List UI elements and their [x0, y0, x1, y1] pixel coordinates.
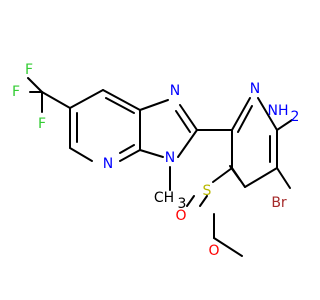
fluorine-bottom-label: F	[38, 116, 46, 132]
bond-nim-c2-double	[175, 110, 191, 133]
bond-c5-c4a-double	[105, 97, 135, 114]
bromine-label: Br	[271, 195, 287, 211]
methyl-main: CH	[154, 190, 174, 206]
oxygen-bottom-label: O	[208, 243, 219, 259]
amine-subscript: 2	[291, 109, 300, 125]
fluorine-left-label: F	[12, 84, 20, 100]
fluorine-top-label: F	[25, 62, 33, 78]
bond-npyr-c6h	[69, 147, 93, 162]
imidazole-nitrogen-top-label: N	[170, 83, 180, 99]
bond-cf3-ring	[41, 91, 71, 109]
bond-c7a-npyr	[119, 149, 141, 162]
atom-labels: F F F N N N CH 3 N NH 2 Br S O O	[12, 62, 299, 259]
bonds	[27, 77, 293, 257]
methyl-subscript: 3	[178, 196, 187, 212]
sulfur-label: S	[203, 183, 212, 199]
bond-nme-c7a	[139, 149, 164, 158]
bond-c7a-npyr-double	[119, 144, 135, 154]
bond-s-o-left-double	[199, 195, 208, 207]
bond-c-br	[276, 167, 291, 189]
pyridine-nitrogen-label: N	[250, 81, 260, 97]
bond-c4a-nim	[139, 99, 169, 111]
bond-s-o-left	[186, 195, 195, 207]
bond-ethyl	[213, 237, 243, 257]
molecule-structure: F F F N N N CH 3 N NH 2 Br S O O	[12, 62, 299, 259]
amine-label: NH	[268, 103, 289, 119]
pyridine-nitrogen-fused-label: N	[103, 156, 113, 172]
bond-cbr-ch	[244, 167, 278, 188]
imidazole-nitrogen-methyl-label: N	[165, 150, 175, 166]
bond-c-s	[212, 167, 233, 183]
bond-c-nh2	[276, 119, 293, 131]
bond-c2-nme	[177, 129, 198, 158]
bond-c6-c5	[69, 89, 104, 109]
bond-cpy-npy	[231, 97, 251, 131]
bond-c5-c4a	[102, 89, 141, 111]
bond-npy-cnh2	[257, 97, 278, 131]
molecule-canvas: F F F N N N CH 3 N NH 2 Br S O O	[11, 62, 300, 259]
bond-nim-c2	[179, 104, 198, 131]
bond-f-top	[27, 77, 43, 93]
methyl-label: CH	[154, 190, 174, 206]
oxygen-left-label: O	[175, 208, 186, 224]
bond-cpy-npy-double	[237, 105, 253, 133]
